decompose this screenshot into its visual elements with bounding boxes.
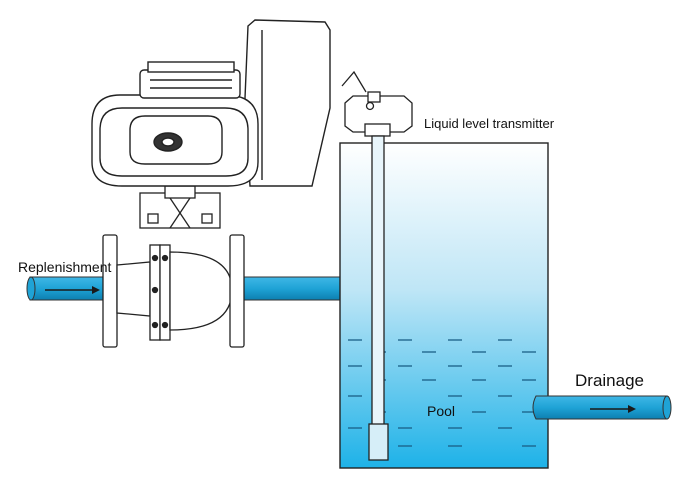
inlet-flow-arrow <box>45 286 100 294</box>
outlet-pipe <box>532 395 672 420</box>
level-transmitter <box>341 70 413 137</box>
actuator-bracket <box>139 185 221 229</box>
drainage-label: Drainage <box>575 371 644 390</box>
transmitter-probe-rod <box>368 135 389 461</box>
inlet-pipe <box>26 276 341 301</box>
pool-tank <box>339 142 549 469</box>
transmitter-label: Liquid level transmitter <box>424 116 555 131</box>
replenishment-label: Replenishment <box>18 259 112 275</box>
electric-actuator <box>91 19 331 187</box>
pool-label: Pool <box>427 403 456 419</box>
outlet-flow-arrow <box>590 405 636 413</box>
ball-valve <box>102 234 245 348</box>
